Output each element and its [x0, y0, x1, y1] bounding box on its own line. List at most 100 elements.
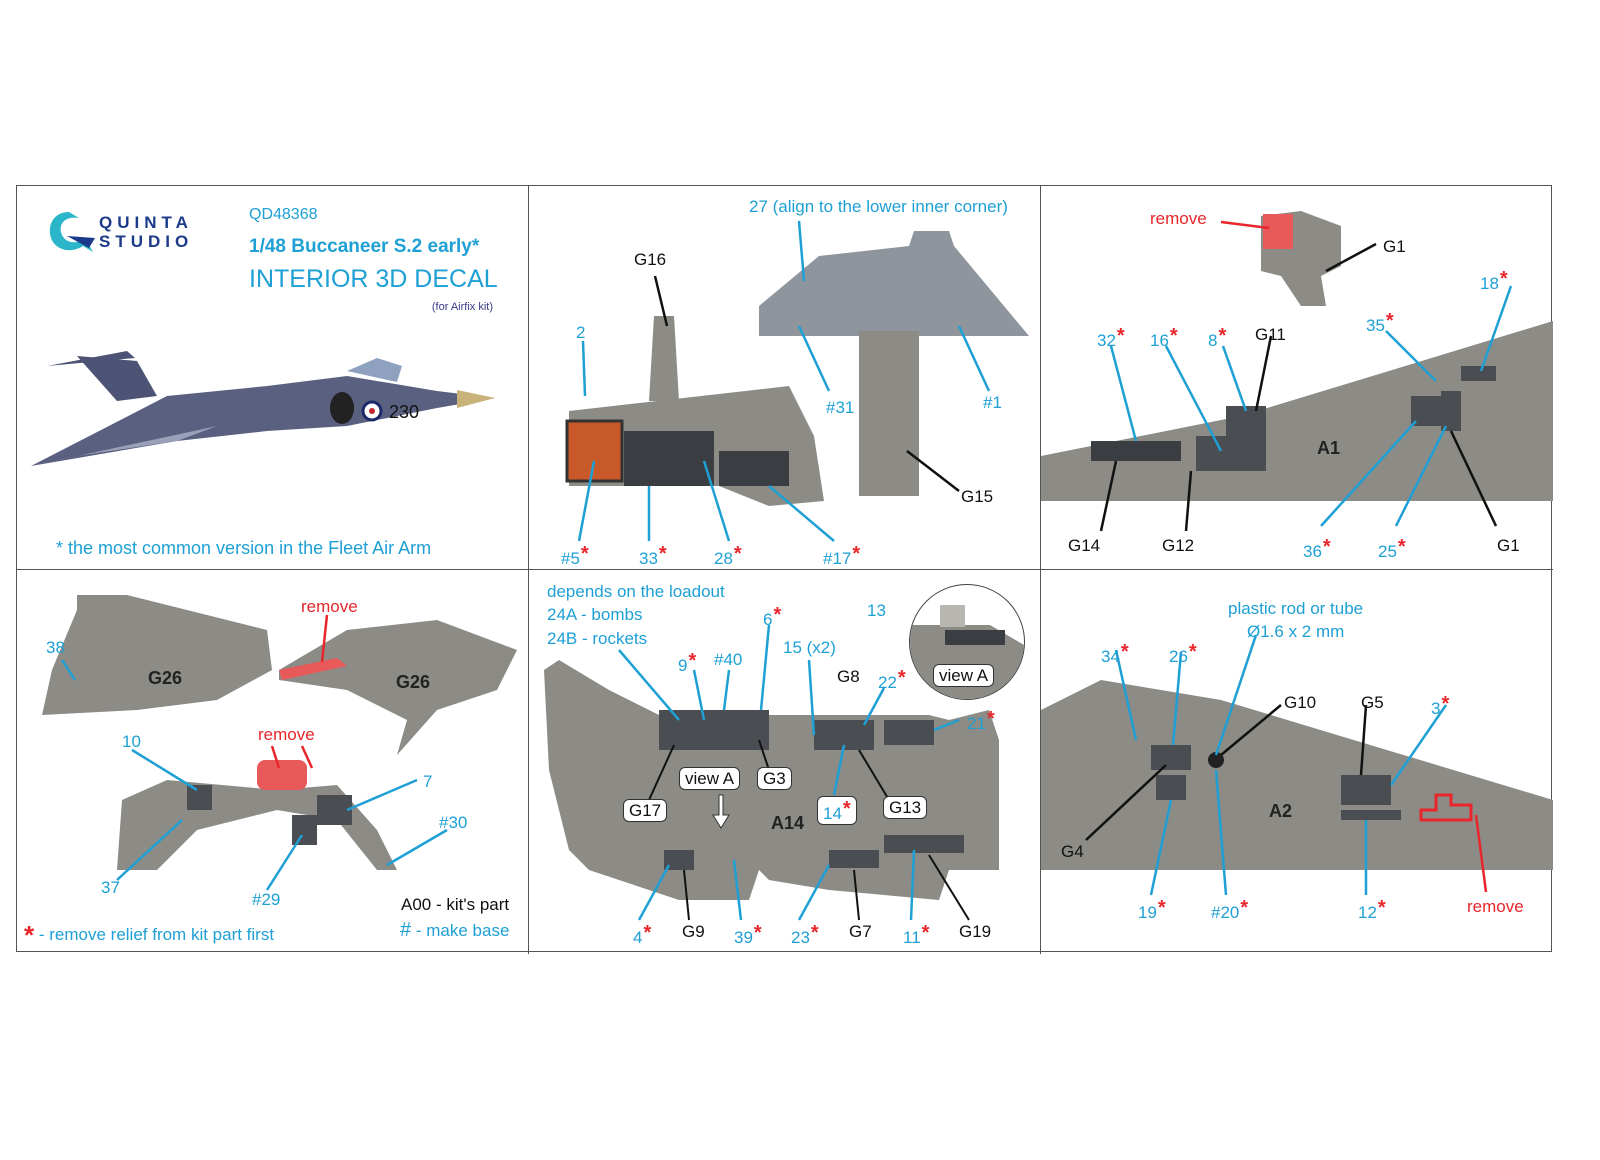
label-text: 32: [1097, 331, 1116, 350]
label-12: 12*: [1358, 898, 1386, 921]
label-g10: G10: [1284, 693, 1317, 712]
star-mark: *: [1116, 325, 1125, 347]
label-remove: remove: [1150, 209, 1207, 228]
panel-3-art: [1041, 211, 1553, 532]
legend-star: * - remove relief from kit part first: [23, 922, 274, 948]
star-mark: *: [658, 543, 667, 565]
label-19: 19*: [1138, 898, 1166, 921]
star-mark: *: [842, 798, 851, 820]
panel-6-art: [1041, 634, 1553, 896]
label-text: 26: [1169, 647, 1188, 666]
star-mark: *: [810, 922, 819, 944]
legend-hash: # - make base: [400, 920, 509, 940]
label-text: 18: [1480, 274, 1499, 293]
star-mark: *: [1397, 536, 1406, 558]
label-g1-top: G1: [1383, 237, 1406, 256]
star-mark: *: [580, 543, 589, 565]
label-text: 14: [823, 804, 842, 823]
legend-star-text: - remove relief from kit part first: [38, 925, 275, 944]
label-text: 39: [734, 928, 753, 947]
label-g13: G13: [883, 796, 928, 819]
label-25: 25*: [1378, 537, 1406, 560]
label-a2: A2: [1269, 801, 1293, 821]
star-mark: *: [24, 920, 35, 950]
star-mark: *: [643, 922, 652, 944]
label-18: 18*: [1480, 269, 1508, 292]
label-text: 23: [791, 928, 810, 947]
label-40: #40: [714, 650, 743, 669]
star-mark: *: [1240, 897, 1249, 919]
label-text: 22: [878, 673, 897, 692]
label-g12: G12: [1162, 536, 1195, 555]
label-text: 25: [1378, 542, 1397, 561]
label-g8: G8: [837, 667, 860, 686]
label-38: 38: [46, 638, 65, 657]
label-g5: G5: [1361, 693, 1384, 712]
star-mark: *: [773, 604, 782, 626]
star-mark: *: [1499, 268, 1508, 290]
label-37: 37: [101, 878, 120, 897]
label-5: #5*: [561, 544, 589, 567]
star-mark: *: [1157, 897, 1166, 919]
label-text: 35: [1366, 316, 1385, 335]
label-g4: G4: [1061, 842, 1084, 861]
label-text: #17: [823, 549, 852, 568]
label-text: 34: [1101, 647, 1120, 666]
label-g17: G17: [623, 799, 668, 822]
label-4: 4*: [633, 923, 651, 946]
star-mark: *: [1218, 325, 1227, 347]
star-mark: *: [1188, 641, 1197, 663]
label-a14: A14: [771, 813, 805, 833]
label-26: 26*: [1169, 642, 1197, 665]
aircraft-marking: 230: [389, 402, 419, 422]
label-29: #29: [252, 890, 281, 909]
label-text: 19: [1138, 903, 1157, 922]
note-loadout: depends on the loadout: [547, 582, 725, 601]
label-text: 9: [678, 656, 688, 675]
star-mark: *: [921, 922, 930, 944]
label-g26-right: G26: [396, 672, 431, 692]
label-13: 13: [867, 601, 886, 620]
label-16: 16*: [1150, 326, 1178, 349]
panel-2-art: [565, 220, 1029, 542]
label-g1-bottom: G1: [1497, 536, 1520, 555]
label-11: 11*: [903, 923, 929, 946]
label-text: #20: [1211, 903, 1240, 922]
label-text: #5: [561, 549, 580, 568]
label-remove-bottom: remove: [258, 725, 315, 744]
label-text: 4: [633, 928, 643, 947]
label-text: 33: [639, 549, 658, 568]
label-text: 21: [967, 714, 986, 733]
label-34: 34*: [1101, 642, 1129, 665]
label-10: 10: [122, 732, 141, 751]
note-24b: 24B - rockets: [547, 629, 648, 648]
label-14: 14*: [817, 796, 857, 825]
label-3: 3*: [1431, 694, 1449, 717]
label-20: #20*: [1211, 898, 1248, 921]
panel-a2-sidewall: plastic rod or tube Ø1.6 x 2 mm 34* 26* …: [1041, 570, 1553, 954]
panel-g26-coaming: 38 G26 remove G26 10 remove 7 #30 37 #29…: [17, 570, 529, 954]
star-mark: *: [1441, 693, 1450, 715]
label-text: 3: [1431, 699, 1441, 718]
aircraft-illustration: 230: [31, 351, 495, 466]
star-mark: *: [753, 922, 762, 944]
note-rod-size: Ø1.6 x 2 mm: [1247, 622, 1345, 641]
label-text: 16: [1150, 331, 1169, 350]
label-30: #30: [439, 813, 468, 832]
view-a-inset-label: view A: [933, 664, 995, 687]
label-text: 28: [714, 549, 733, 568]
label-g14: G14: [1068, 536, 1101, 555]
star-mark: *: [897, 667, 906, 689]
label-6: 6*: [763, 605, 781, 628]
label-text: 8: [1208, 331, 1218, 350]
label-1: #1: [983, 393, 1002, 412]
hash-mark: #: [400, 919, 412, 941]
label-33: 33*: [639, 544, 667, 567]
label-a00-legend: A00 - kit's part: [401, 895, 510, 914]
product-subtitle: INTERIOR 3D DECAL: [249, 265, 498, 293]
label-17: #17*: [823, 544, 860, 567]
label-36: 36*: [1303, 537, 1331, 560]
